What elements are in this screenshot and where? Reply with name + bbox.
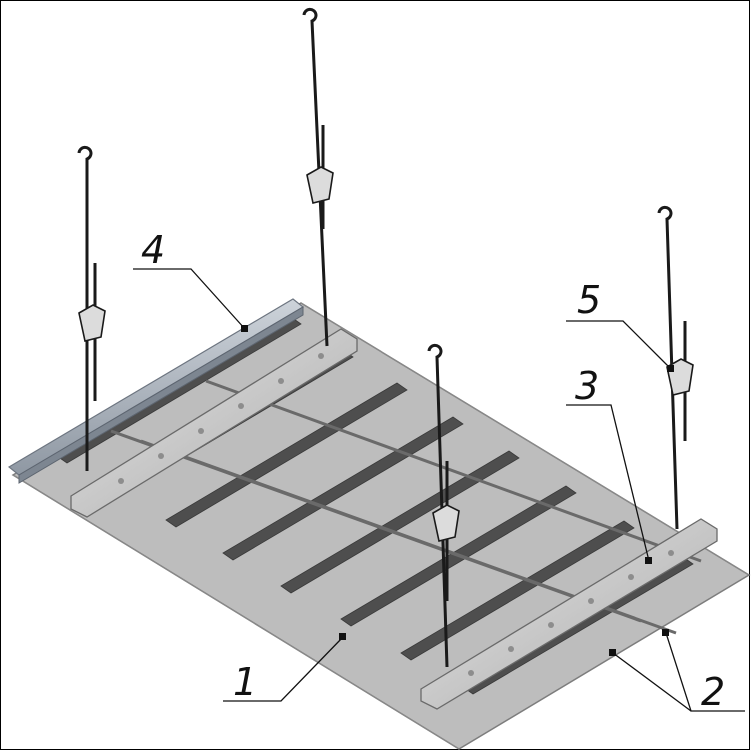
suspension-rod-front [427, 343, 460, 668]
callout-4: 4 [141, 228, 165, 272]
callout-3: 3 [575, 364, 599, 408]
callout-1: 1 [233, 660, 257, 704]
suspension-rod-right [657, 205, 694, 530]
leader-anchor-dots [241, 325, 674, 656]
suspension-rod-left [77, 145, 106, 471]
carrier-stringer-left [70, 328, 358, 518]
slat-profile-lines [12, 302, 750, 750]
suspension-rod-center [302, 7, 334, 347]
leader-lines [133, 268, 745, 712]
carrier-stringer-right [420, 518, 718, 710]
callout-2: 2 [701, 670, 725, 714]
callout-5: 5 [577, 278, 601, 322]
edge-rail [7, 298, 305, 484]
